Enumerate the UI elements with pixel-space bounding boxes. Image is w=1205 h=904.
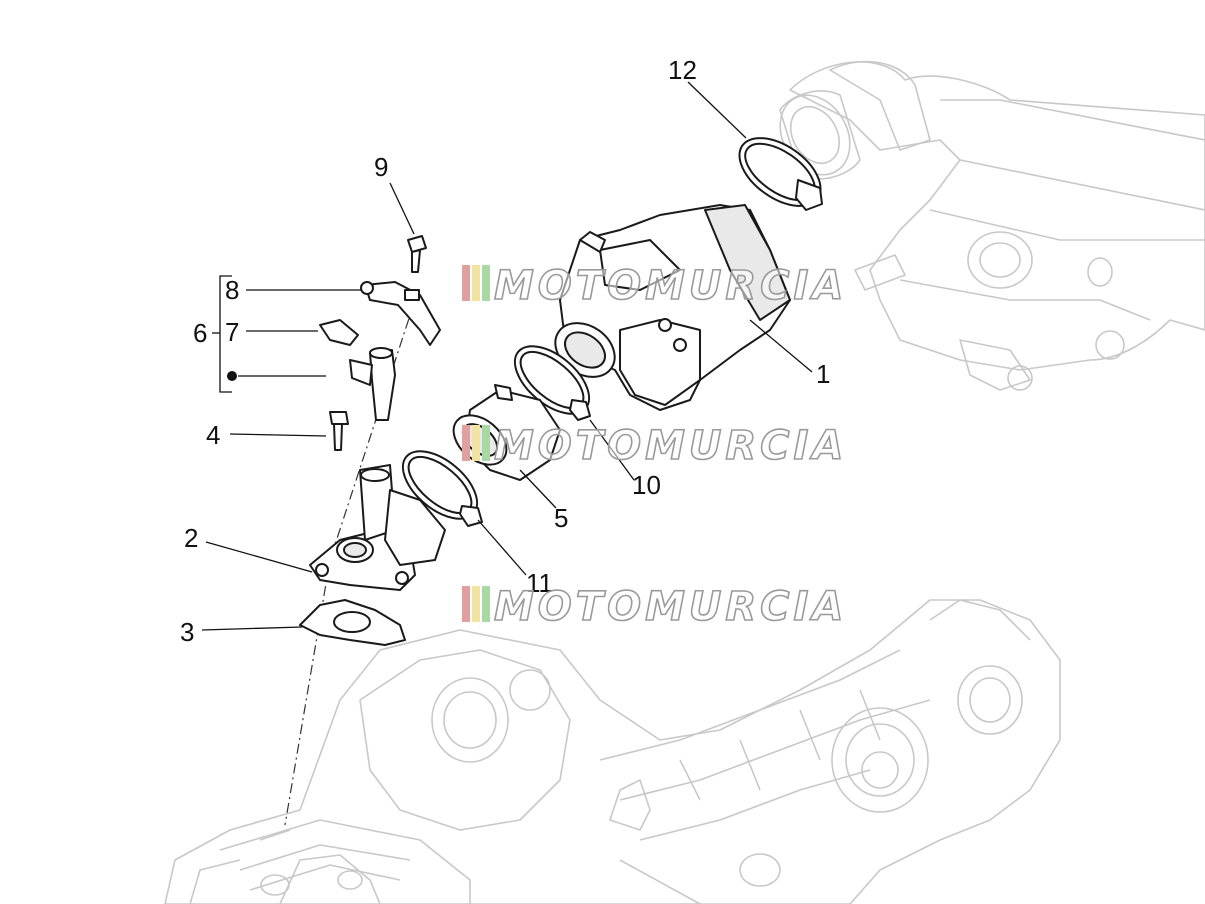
watermark-stripe-red	[462, 586, 470, 622]
leader-2	[205, 541, 313, 573]
callout-12: 12	[668, 55, 697, 85]
part-4-screw	[329, 411, 349, 451]
watermark-text: MOTOMURCIA	[494, 263, 847, 309]
watermark-stripe-yellow	[472, 425, 480, 461]
callout-1: 1	[816, 359, 830, 389]
watermark-text: MOTOMURCIA	[494, 423, 847, 469]
part-10-hose-clamp	[513, 345, 591, 421]
callout-3: 3	[180, 617, 194, 647]
leader-10	[589, 419, 635, 481]
engine-crankcase-background	[164, 599, 1061, 904]
watermark-stripe-green	[482, 265, 490, 301]
watermark-stripe-red	[462, 265, 470, 301]
callout-7: 7	[225, 317, 239, 347]
callout-10: 10	[632, 470, 661, 500]
watermark-1: MOTOMURCIA	[462, 262, 847, 310]
part-3-gasket	[299, 599, 406, 646]
watermark-stripe-red	[462, 425, 470, 461]
callout-2: 2	[184, 523, 198, 553]
leader-12	[687, 81, 747, 139]
airbox-housing-background	[779, 60, 1205, 391]
part-11-hose-clamp	[401, 450, 483, 527]
watermark-text: MOTOMURCIA	[494, 584, 847, 630]
part-1-throttle-body	[554, 204, 791, 411]
callout-4: 4	[206, 420, 220, 450]
watermark-stripe-green	[482, 586, 490, 622]
callout-5: 5	[554, 503, 568, 533]
callout-9: 9	[374, 152, 388, 182]
group-6-bracket	[219, 275, 232, 393]
leader-3	[201, 626, 303, 631]
leader-lines	[201, 81, 813, 631]
leader-4	[229, 433, 327, 437]
part-12-hose-clamp	[738, 137, 823, 211]
watermark-stripe-yellow	[472, 586, 480, 622]
part-2-intake-manifold	[309, 464, 446, 591]
bullet-marker	[227, 371, 237, 381]
watermark-3: MOTOMURCIA	[462, 583, 847, 631]
fuel-injector	[349, 347, 396, 421]
leader-11	[477, 519, 527, 576]
callout-11: 11	[526, 568, 553, 598]
leader-5	[519, 469, 557, 509]
part-7-clip	[319, 319, 359, 346]
watermark-stripe-green	[482, 425, 490, 461]
part-9-screw	[407, 235, 427, 273]
watermark-stripe-yellow	[472, 265, 480, 301]
callout-6: 6	[193, 318, 207, 348]
leader-9	[389, 182, 415, 235]
callout-labels: 12 9 8 6 7 4 1 10 5 11 2 3	[180, 55, 830, 647]
leader-1	[749, 319, 813, 373]
part-8-injector-connector	[360, 281, 441, 346]
watermark-2: MOTOMURCIA	[462, 422, 847, 470]
callout-8: 8	[225, 275, 239, 305]
